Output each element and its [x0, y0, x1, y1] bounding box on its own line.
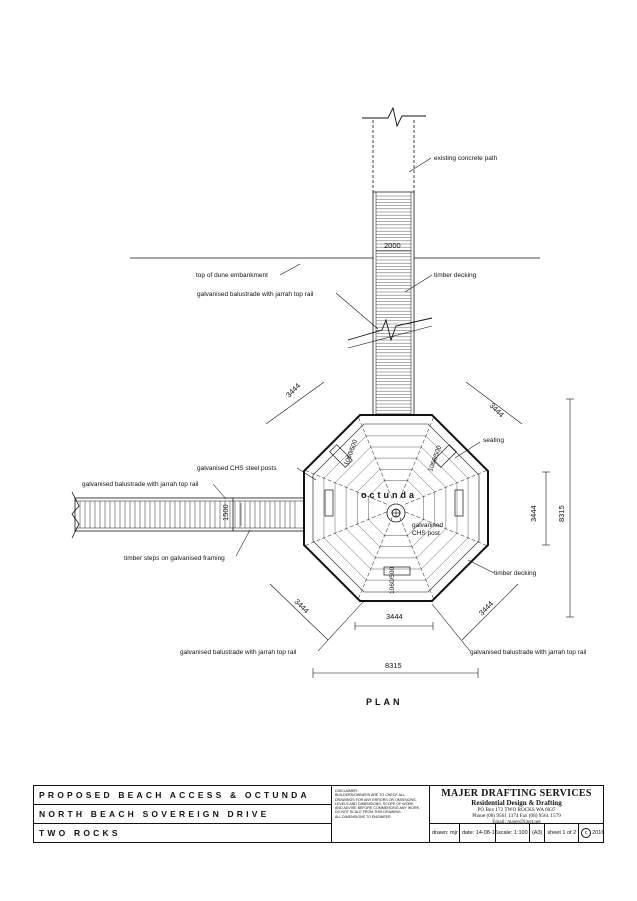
label-dune: top of dune embankment: [196, 272, 268, 279]
meta-sheet: sheet 1 of 2: [545, 824, 580, 842]
meta-scale: scale: 1:100: [496, 824, 530, 842]
label-center-post-1: galvanised: [412, 522, 443, 529]
disclaimer-box: DISCLAIMER: BUILDERS/OWNERS ARE TO CHECK…: [332, 786, 430, 842]
leader-lines: [212, 157, 495, 652]
dim-side-bl: 3444: [293, 597, 311, 615]
meta-date: date: 14-08-16: [460, 824, 498, 842]
company-address: PO Box 172 TWO ROCKS WA 6037: [477, 807, 556, 813]
label-chs-posts: galvanised CHS steel posts: [197, 465, 277, 472]
meta-sheet-size: (A3): [530, 824, 546, 842]
dim-bottom-inner: 3444: [386, 612, 403, 621]
walkway-deck: [372, 191, 415, 415]
step-treads: [79, 501, 296, 528]
dim-right-overall: 8315: [557, 505, 566, 522]
octagon-outer: [303, 414, 489, 602]
label-timber-decking-top: timber decking: [434, 272, 477, 279]
deck-radial-joists: [305, 417, 487, 599]
label-timber-decking-right: timber decking: [494, 570, 537, 577]
disclaimer-line: DISCLAIMER:: [335, 789, 358, 793]
company-box: MAJER DRAFTING SERVICES Residential Desi…: [430, 786, 603, 825]
dim-right-inner: 3444: [529, 505, 538, 522]
disclaimer-line: BUILDERS/OWNERS ARE TO CHECK ALL: [335, 793, 405, 798]
dim-seat-bottom: 1060/500: [389, 567, 396, 594]
meta-copyright: c 2016: [579, 824, 606, 842]
central-post-ring: [386, 503, 406, 523]
dim-path-width: 2000: [384, 241, 401, 250]
project-title-box: PROPOSED BEACH ACCESS & OCTUNDA NORTH BE…: [34, 786, 332, 842]
meta-drawn: drawn: mjr: [430, 824, 460, 842]
copyright-icon: c: [581, 828, 592, 838]
deck-planks: [376, 195, 411, 414]
project-line-3: TWO ROCKS: [39, 828, 121, 838]
steps-walkway: [74, 497, 305, 532]
dim-side-tr: 3444: [488, 401, 506, 419]
break-symbol-mid: [347, 317, 433, 342]
dim-side-br: 3444: [477, 599, 495, 617]
label-balustrade-path: galvanised balustrade with jarrah top ra…: [197, 291, 314, 298]
seating-benches: [324, 444, 464, 576]
project-line-2: NORTH BEACH SOVEREIGN DRIVE: [34, 805, 331, 824]
break-symbol-left: [71, 491, 80, 539]
dim-bottom-overall: 8315: [385, 661, 402, 670]
dim-steps-width: 1500: [221, 504, 230, 521]
disclaimer-line: LEVELS AND DIMENSIONS, SCOPE OF WORK: [335, 801, 414, 806]
break-symbol-top: [362, 106, 426, 128]
disclaimer-line: ALL DIMENSIONS TO ENGINEER.: [335, 814, 392, 819]
company-phone: Phone (08) 9561 1374 Fax (08) 9561 1579: [472, 813, 561, 819]
octagon-inner: [312, 423, 480, 593]
dim-seat-top-right: 1060/500: [427, 444, 443, 472]
disclaimer-line: AND ADVISE BEFORE COMMENCING ANY WORK.: [335, 806, 420, 811]
label-balustrade-bottom-left: galvanised balustrade with jarrah top ra…: [180, 649, 297, 656]
dim-side-tl: 3444: [284, 381, 302, 399]
company-subtitle: Residential Design & Drafting: [471, 799, 562, 807]
label-steps: timber steps on galvanised framing: [124, 555, 225, 562]
label-balustrade-left: galvanised balustrade with jarrah top ra…: [82, 481, 199, 488]
dimension-lines: [265, 381, 574, 678]
label-seating: seating: [483, 437, 504, 444]
company-email: Email: majer@iinet.net: [492, 819, 541, 825]
disclaimer-line: DRAWINGS FOR ANY ERRORS OR OMISSIONS,: [335, 797, 417, 802]
label-center-post-2: CHS post: [412, 530, 440, 537]
meta-year: 2016: [592, 830, 605, 836]
existing-concrete-path: [372, 120, 415, 192]
label-plan: PLAN: [366, 697, 403, 707]
label-balustrade-bottom-right: galvanised balustrade with jarrah top ra…: [470, 649, 587, 656]
label-existing-path: existing concrete path: [434, 155, 498, 162]
label-octunda: octunda: [361, 490, 417, 500]
company-name: MAJER DRAFTING SERVICES: [441, 788, 592, 799]
disclaimer-line: DO NOT SCALE FROM THIS DRAWING.: [335, 810, 402, 815]
drawing-meta: drawn: mjr date: 14-08-16 scale: 1:100 (…: [430, 824, 606, 842]
title-block: PROPOSED BEACH ACCESS & OCTUNDA NORTH BE…: [33, 785, 604, 843]
project-line-1: PROPOSED BEACH ACCESS & OCTUNDA: [34, 786, 331, 805]
